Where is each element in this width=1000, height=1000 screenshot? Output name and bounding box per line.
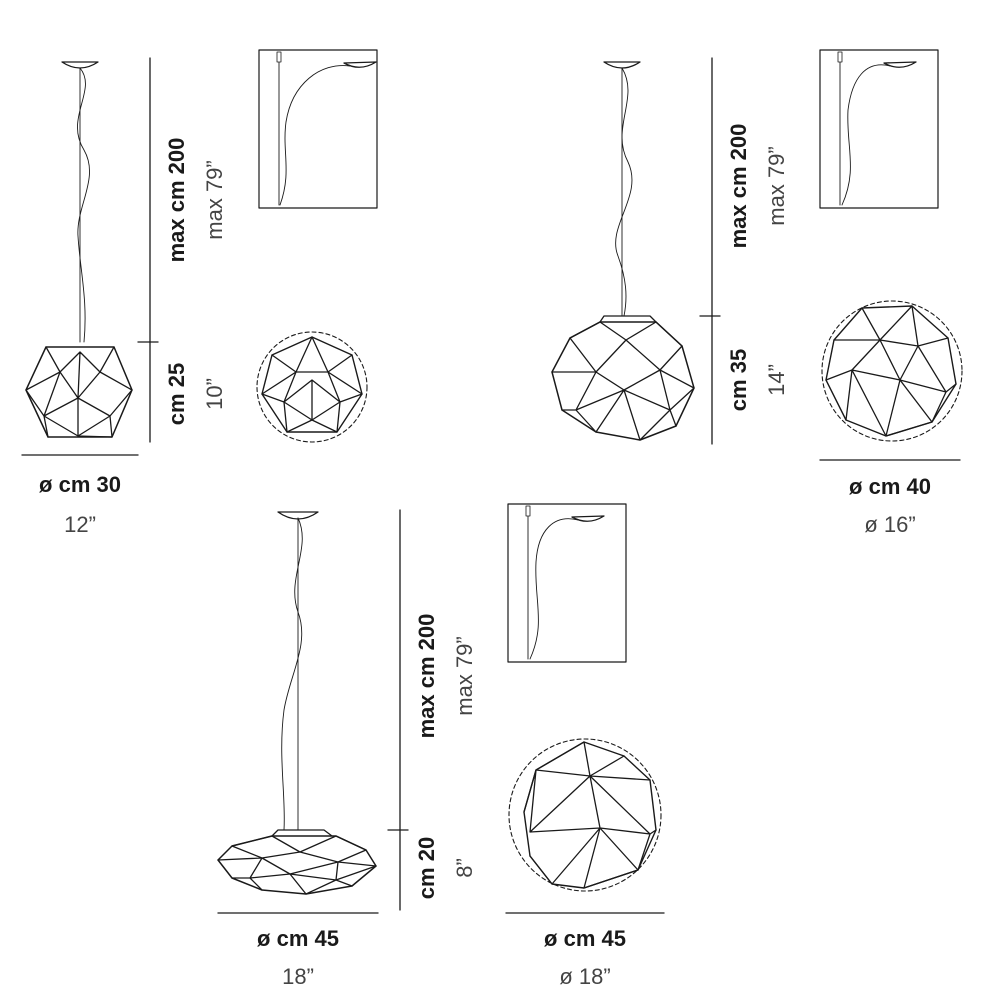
- power-cord: [281, 517, 303, 831]
- lamp-medium-top-view: [821, 300, 963, 442]
- lamp-small-dimension-lines: [21, 57, 159, 456]
- lamp-small-side-diameter-cm: ø cm 30: [39, 472, 121, 497]
- power-cord: [615, 67, 633, 317]
- lamp-body-large: [217, 835, 377, 895]
- lamp-small-side-diameter-in: 12”: [64, 512, 96, 537]
- lamp-large-top-view: [508, 738, 662, 892]
- ceiling-canopy: [277, 511, 319, 520]
- lamp-large-detail-view: [507, 503, 627, 663]
- lamp-body-small: [25, 346, 133, 438]
- lamp-small-height-max-cm: max cm 200: [164, 138, 189, 263]
- lamp-medium-body-height-in: 14”: [764, 364, 789, 396]
- power-cord: [77, 67, 90, 343]
- lamp-medium-top-diameter-cm: ø cm 40: [849, 474, 931, 499]
- lamp-large-side-diameter-in: 18”: [282, 964, 314, 989]
- ceiling-canopy: [603, 61, 641, 69]
- lamp-small-side-view: [25, 61, 133, 438]
- lamp-small-top-view: [256, 331, 368, 443]
- lamp-medium-body-height-cm: cm 35: [726, 349, 751, 411]
- lamp-small-height-max-in: max 79”: [202, 160, 227, 239]
- lamp-medium-dimension-lines: [699, 57, 961, 461]
- lamp-medium-height-max-cm: max cm 200: [726, 124, 751, 249]
- lamp-medium-height-max-in: max 79”: [764, 146, 789, 225]
- lamp-large-side-view: [217, 511, 377, 895]
- lamp-large-top-diameter-in: ø 18”: [559, 964, 610, 989]
- lamp-large-body-height-cm: cm 20: [414, 837, 439, 899]
- lamp-large-top-diameter-cm: ø cm 45: [544, 926, 626, 951]
- lamp-large-height-max-cm: max cm 200: [414, 614, 439, 739]
- lamp-large-side-diameter-cm: ø cm 45: [257, 926, 339, 951]
- lamp-small-detail-view: [258, 49, 378, 209]
- lamp-medium-side-view: [551, 61, 695, 441]
- ceiling-canopy: [61, 61, 99, 69]
- lamp-large-height-max-in: max 79”: [452, 636, 477, 715]
- lamp-large-body-height-in: 8”: [452, 858, 477, 878]
- lamp-small-body-height-in: 10”: [202, 378, 227, 410]
- lamp-small-body-height-cm: cm 25: [164, 363, 189, 425]
- lamp-body-medium: [551, 321, 695, 441]
- lamp-large-dimension-lines: [217, 509, 665, 914]
- lamp-medium-detail-view: [819, 49, 939, 209]
- lamp-medium-top-diameter-in: ø 16”: [864, 512, 915, 537]
